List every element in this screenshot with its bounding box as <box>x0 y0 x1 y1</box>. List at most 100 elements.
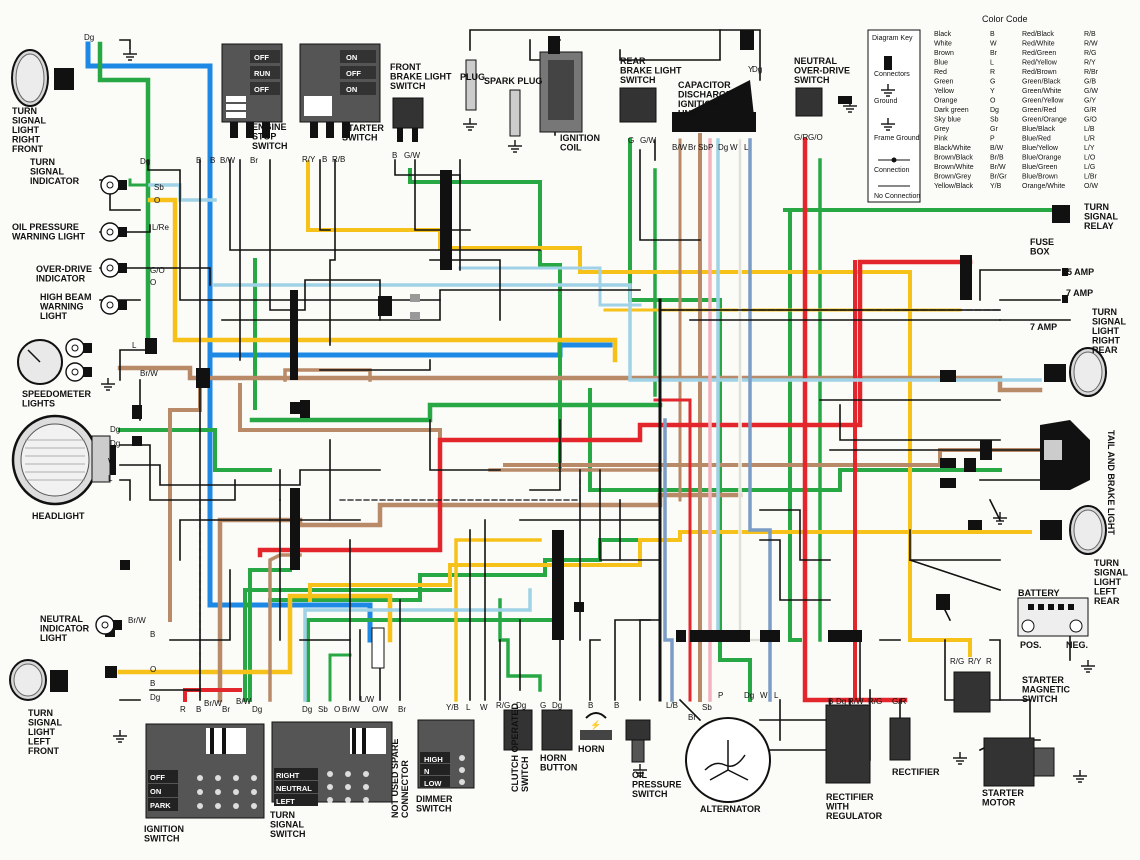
wire-code-label: Br/W <box>342 705 360 714</box>
highbeam-label: HIGH BEAM <box>40 292 92 302</box>
front-brake-label: SWITCH <box>390 81 426 91</box>
yellow-wire <box>454 538 542 702</box>
legend-color-name: Yellow/Black <box>934 183 974 190</box>
highbeam-label: WARNING <box>40 302 84 312</box>
wire-code-label: L <box>466 703 471 712</box>
wire-code-label: Dg <box>140 157 150 166</box>
neutral-indicator-label: LIGHT <box>40 633 67 643</box>
tail-light-icon <box>1040 420 1090 490</box>
wire-code-label: Br <box>688 143 696 152</box>
spare-connector-label: CONNECTOR <box>400 760 410 818</box>
switch-cell <box>340 50 376 63</box>
neutral-bulb-icon <box>95 615 115 635</box>
wire-code-label: Dg <box>302 705 312 714</box>
oil-pressure-switch-label: SWITCH <box>632 789 668 799</box>
wire-code-label: L/Re <box>152 223 169 232</box>
wire-code-label: R/B <box>332 155 345 164</box>
turn-rear-left-label: LIGHT <box>1094 577 1121 587</box>
speedo-bulb-icon <box>65 362 85 382</box>
overdrive-bulb-icon <box>118 263 127 273</box>
yellow-wire <box>308 530 1032 602</box>
black-wire <box>614 619 651 701</box>
switch-cell <box>250 50 280 63</box>
turn-light-front-left-label: LIGHT <box>28 727 55 737</box>
headlight-icon <box>20 423 90 497</box>
black-wire <box>429 419 501 471</box>
wire-code-label: Dg <box>252 705 262 714</box>
legend-color-name: Green <box>934 79 954 86</box>
black-wire <box>119 444 236 501</box>
wire-code-label: O/W <box>372 705 388 714</box>
connector-block <box>132 405 142 419</box>
legend-color-code: G/O <box>1084 117 1097 124</box>
wire-code-label: R/G <box>496 701 510 710</box>
ignition-position: OFF <box>150 773 165 782</box>
dimmer-switch-label: DIMMER <box>416 794 453 804</box>
rectifier-label: RECTIFIER <box>892 767 940 777</box>
wire-code-label: Dg <box>84 33 94 42</box>
legend-color-code: Dg <box>990 107 999 114</box>
wire-code-label: W <box>108 457 116 466</box>
switch-stripe <box>226 96 246 102</box>
wire-code-label: G/W <box>404 151 420 160</box>
black-wire <box>909 529 1001 561</box>
speedometer-needle-icon <box>27 349 41 363</box>
wire-code-label: Sb <box>698 143 708 152</box>
wire-code-label: B <box>196 705 201 714</box>
front-brake-label: BRAKE LIGHT <box>390 72 452 82</box>
wire-code-label: L/B <box>666 701 678 710</box>
legend-color-name: Blue/Red <box>1022 136 1051 143</box>
switch-contact-icon <box>215 803 221 809</box>
legend-color-name: Brown/Grey <box>934 174 971 181</box>
rectifier-regulator-icon <box>825 704 871 784</box>
green-wire <box>408 168 562 472</box>
wire-code-label: Br/W <box>204 699 222 708</box>
wire-code-label: R <box>986 657 992 666</box>
neutral-bulb-icon <box>113 620 122 630</box>
legend-color-code: Y/B <box>990 183 1002 190</box>
light-blue-wire <box>303 588 532 702</box>
terminal <box>838 96 852 104</box>
legend-color-name: Red <box>934 69 947 76</box>
legend-key-item: Frame Ground <box>874 135 920 142</box>
switch-cell <box>340 82 376 95</box>
legend-color-name: Blue/Black <box>1022 126 1056 133</box>
connector-block <box>552 530 564 640</box>
switch-contact-icon <box>251 803 257 809</box>
wire-code-label: L <box>108 474 113 483</box>
black-wire <box>119 39 131 49</box>
connector-block <box>960 255 972 300</box>
battery-neg-terminal <box>1069 619 1083 633</box>
switch-contact-icon <box>233 789 239 795</box>
wire-code-label: G/R <box>794 133 808 142</box>
connector-block <box>828 630 862 642</box>
yellow-wire <box>908 270 972 657</box>
engine-stop-position: OFF <box>254 53 269 62</box>
legend-color-code: B/W <box>990 145 1004 152</box>
turn-relay-icon <box>1052 205 1070 223</box>
switch-stripe <box>352 728 356 754</box>
fuse-15-label: 15 AMP <box>1062 267 1094 277</box>
wire-code-label: R/G <box>950 657 964 666</box>
legend-color-code: Br <box>990 50 998 57</box>
blue-wire <box>207 342 613 358</box>
neutral-indicator-label: INDICATOR <box>40 624 90 634</box>
legend-color-code: L/G <box>1084 164 1095 171</box>
legend-color-name: Black <box>934 31 952 38</box>
legend-color-code: G/W <box>1084 88 1098 95</box>
speedometer-label: SPEEDOMETER <box>22 389 92 399</box>
wire-code-label: O <box>334 705 340 714</box>
switch-stripe <box>226 112 246 118</box>
legend-color-name: Brown <box>934 50 954 57</box>
brown-wire <box>238 383 442 472</box>
turn-light-front-left-label: SIGNAL <box>28 718 63 728</box>
starter-magnetic-label: SWITCH <box>1022 694 1058 704</box>
turn-rear-left-label: SIGNAL <box>1094 568 1129 578</box>
wire-code-label: O <box>150 665 156 674</box>
connector-block <box>105 666 117 678</box>
legend-color-code: L/O <box>1084 155 1096 162</box>
black-wire <box>99 267 211 286</box>
switch-stripe <box>362 728 366 754</box>
wire-code-label: L <box>774 691 779 700</box>
wire-code-label: Dg <box>150 693 160 702</box>
